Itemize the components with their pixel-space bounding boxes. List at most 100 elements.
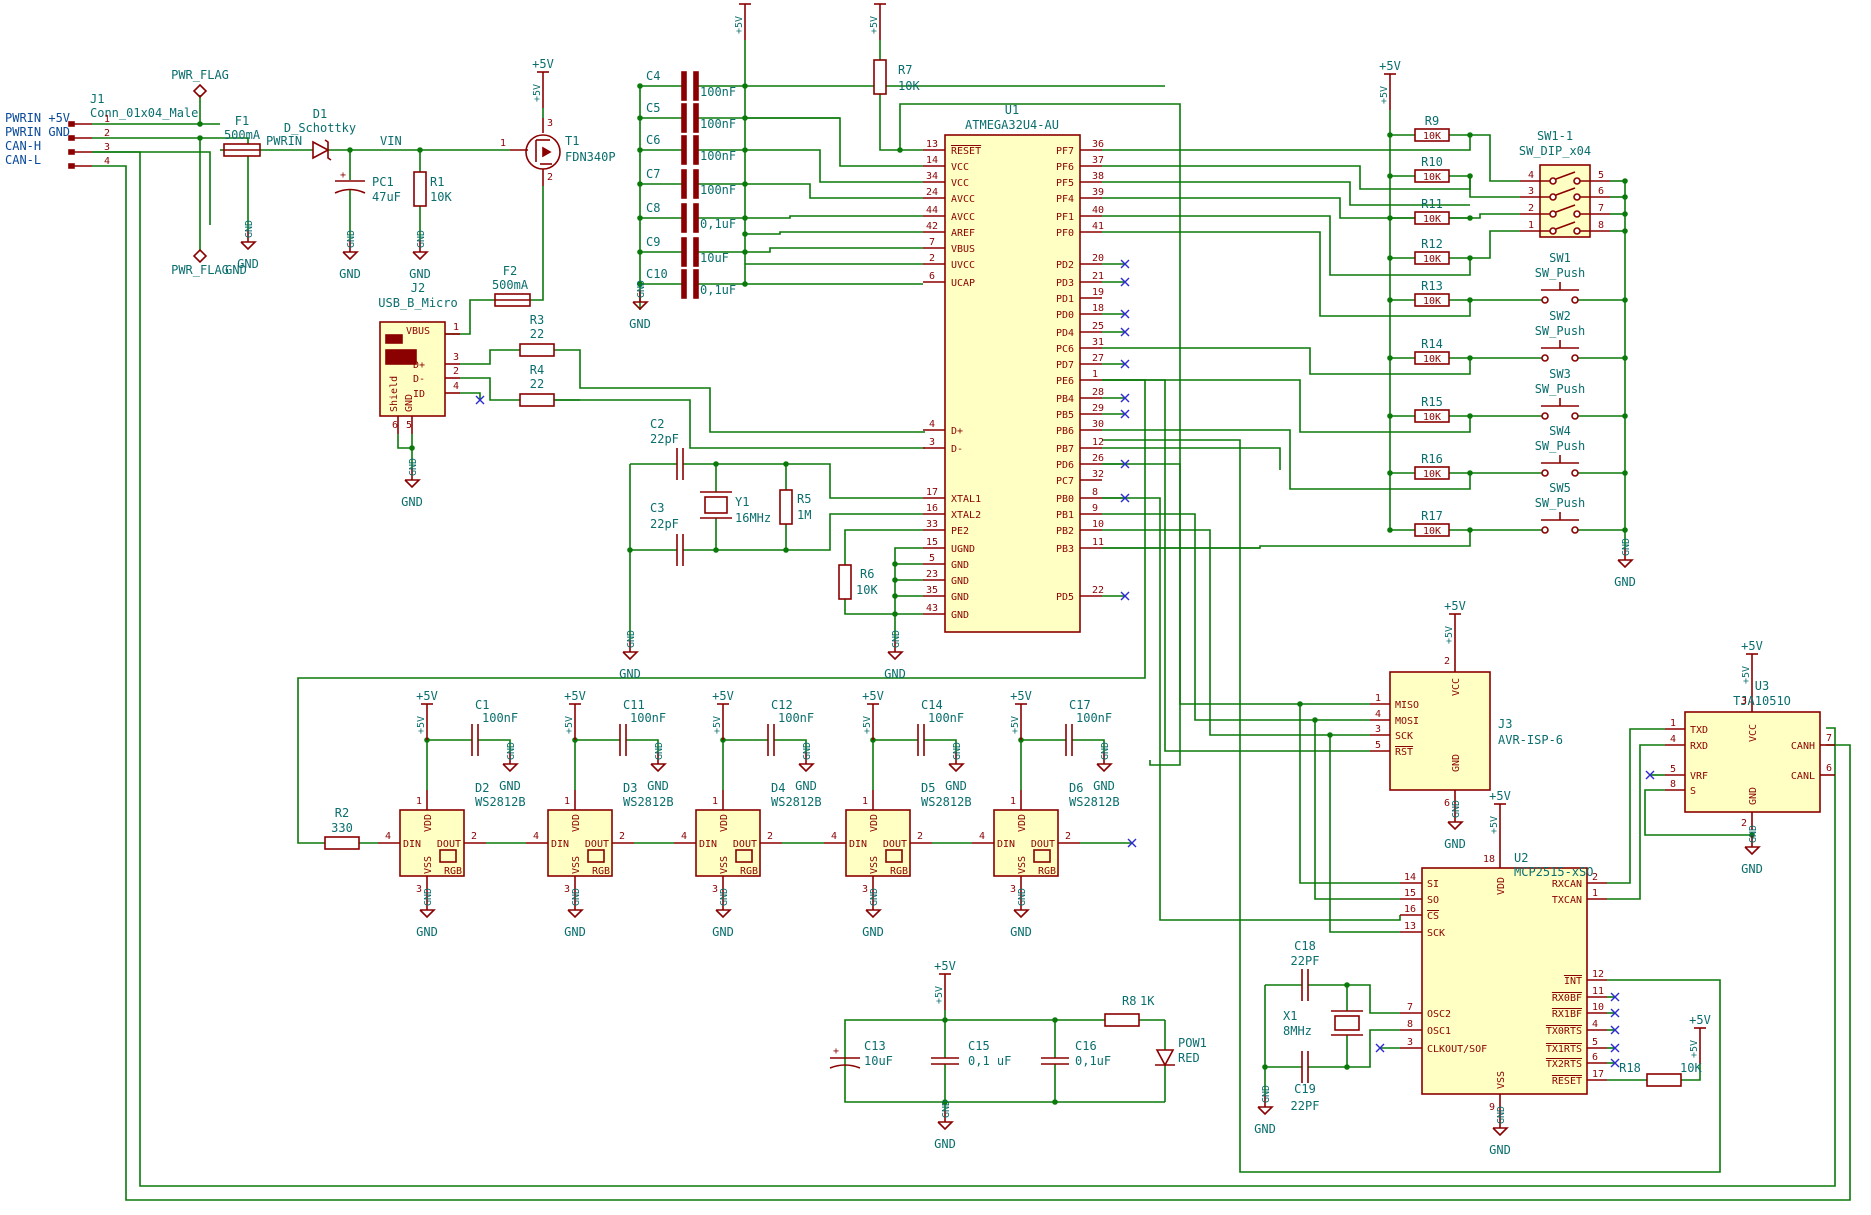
ref-designator-r14: R14 — [1421, 337, 1443, 351]
wire — [1607, 728, 1665, 884]
junction-dot — [197, 121, 203, 127]
u1-pin-number: 42 — [926, 221, 938, 232]
ref-designator-u1: U1 — [1005, 103, 1019, 117]
ground-pin-label: GND — [244, 220, 255, 238]
resistor-r4-body — [519, 393, 555, 407]
u1-pin-name: GND — [951, 576, 969, 587]
ground-triangle — [404, 479, 421, 489]
polarity-plus: + — [833, 1046, 839, 1057]
u2-pin-number: 13 — [1404, 921, 1416, 932]
power-5v-label: +5V — [1010, 689, 1032, 703]
u1-pin-name: PE6 — [1056, 376, 1074, 387]
u1-pin-name: UVCC — [951, 260, 975, 271]
u1-pin-number: 23 — [926, 569, 938, 580]
capacitor-c9-plate — [693, 237, 699, 267]
no-connect-flag — [1375, 1043, 1385, 1053]
part-value-r13: 10K — [1423, 296, 1441, 307]
u2-pin-name: INT — [1564, 976, 1582, 987]
wire — [1102, 530, 1471, 549]
u1-pin-name: PD2 — [1056, 260, 1074, 271]
junction-dot — [1387, 527, 1393, 533]
ground-pin-label: GND — [952, 742, 963, 760]
wire — [1347, 1029, 1400, 1068]
u1-pin-name: PB1 — [1056, 510, 1074, 521]
wire — [774, 739, 807, 752]
junction-dot — [1622, 211, 1628, 217]
ref-designator-r5: R5 — [797, 492, 811, 506]
u2-pin-name: RXCAN — [1552, 879, 1582, 890]
ground-triangle — [412, 251, 429, 261]
power-5v-label: +5V — [1444, 599, 1466, 613]
part-value-r11: 10K — [1423, 214, 1441, 225]
crystal-y1-body — [704, 496, 728, 514]
no-connect-stroke — [1120, 459, 1130, 469]
led-pin-dout: DOUT — [733, 839, 757, 850]
ground-pin-label: GND — [891, 630, 902, 648]
part-value-sw2: SW_Push — [1535, 324, 1586, 338]
wire — [1308, 1035, 1348, 1068]
ref-designator-u2: U2 — [1514, 851, 1528, 865]
part-value-c14: 100nF — [928, 711, 964, 725]
pin-number: 3 — [862, 884, 868, 895]
part-value-c8: 0,1uF — [700, 217, 736, 231]
no-connect-flag — [1120, 259, 1130, 269]
resistor-r13-body — [1414, 293, 1450, 307]
ground-pin-label: GND — [636, 280, 647, 298]
dip-pin-number: 8 — [1598, 220, 1604, 231]
led-pin-dout: DOUT — [585, 839, 609, 850]
ref-designator-r15: R15 — [1421, 395, 1443, 409]
power-5v-label: +5V — [734, 0, 756, 3]
ground-pin-label: GND — [1621, 538, 1632, 556]
no-connect-flag — [1120, 591, 1130, 601]
isp-connector-j3-body — [1389, 671, 1491, 791]
u1-pin-number: 14 — [926, 155, 938, 166]
u1-pin-name: PB3 — [1056, 544, 1074, 555]
wire — [1469, 176, 1520, 198]
ground-pin-label: GND — [571, 888, 582, 906]
u1-pin-number: 41 — [1092, 221, 1104, 232]
u2-pin-number: 4 — [1592, 1019, 1598, 1030]
ground-label: GND — [1489, 1143, 1511, 1157]
u1-pin-number: 12 — [1092, 437, 1104, 448]
u2-pin-number: 8 — [1407, 1019, 1413, 1030]
capacitor-plate-curved — [829, 1064, 861, 1069]
ground-label: GND — [1614, 575, 1636, 589]
push-switch-contact — [1541, 469, 1549, 477]
ref-designator-r8: R8 — [1122, 994, 1136, 1008]
ground-triangle — [650, 763, 667, 773]
junction-dot — [1387, 173, 1393, 179]
wire — [745, 149, 923, 183]
dip-contact — [1549, 210, 1557, 218]
capacitor-c5-plate — [681, 103, 687, 133]
ground-symbol — [937, 1110, 954, 1131]
u3-pin-name: S — [1690, 786, 1696, 797]
no-connect-flag — [1120, 359, 1130, 369]
pin-number: 2 — [619, 831, 625, 842]
ref-designator-d5: D5 — [921, 781, 935, 795]
no-connect-flag — [1120, 277, 1130, 287]
pin-number: 3 — [1010, 884, 1016, 895]
resistor-r7-body — [873, 59, 887, 95]
pin-number: 6 — [392, 420, 398, 431]
part-value-c4: 100nF — [700, 85, 736, 99]
ground-label: GND — [564, 925, 586, 939]
j3-pin-name: RST — [1395, 747, 1413, 758]
u1-pin-number: 22 — [1092, 585, 1104, 596]
no-connect-stroke — [1120, 493, 1130, 503]
ground-triangle — [948, 763, 965, 773]
junction-dot — [1387, 297, 1393, 303]
part-value-r7: 10K — [898, 79, 920, 93]
junction-dot — [942, 1017, 948, 1023]
no-connect-flag — [1120, 309, 1130, 319]
ground-label: GND — [409, 267, 431, 281]
ref-designator-c19: C19 — [1294, 1082, 1316, 1096]
no-connect-flag — [1610, 992, 1620, 1002]
ground-symbol — [865, 898, 882, 919]
j1-pin-number: 2 — [104, 128, 110, 139]
ground-symbol — [715, 898, 732, 919]
led-pin-din: DIN — [997, 839, 1015, 850]
capacitor-c8-plate — [693, 203, 699, 233]
ground-pin-label: GND — [506, 742, 517, 760]
u3-pin-number: 6 — [1826, 763, 1832, 774]
dip-lever — [1555, 221, 1576, 230]
